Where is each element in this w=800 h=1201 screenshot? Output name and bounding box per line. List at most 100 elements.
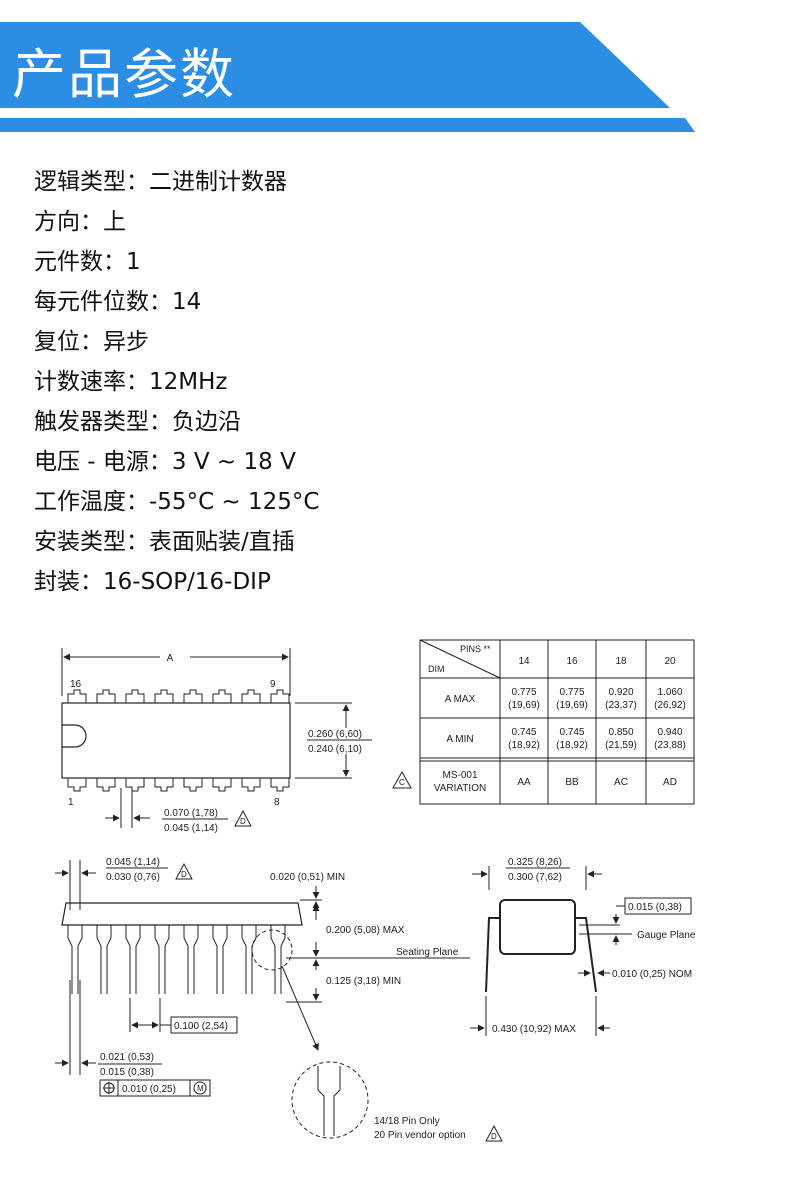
spec-value: 12MHz: [149, 369, 228, 395]
table-cell-a-min: (23,88): [654, 740, 686, 751]
table-variation-cell: AC: [614, 777, 628, 788]
width-min-label: 0.240 (6,10): [308, 744, 362, 755]
spec-label: 电压 - 电源: [34, 449, 149, 475]
lead-top: [212, 689, 232, 703]
spec-separator: ：: [80, 209, 103, 235]
table-row-a-max-label: A MAX: [445, 694, 476, 705]
pin-1-label: 1: [68, 797, 74, 808]
spec-separator: ：: [126, 489, 149, 515]
lead-top: [270, 689, 290, 703]
lead-side: [154, 925, 170, 994]
circle-m-icon: M: [197, 1084, 204, 1093]
note-c: C: [399, 778, 405, 787]
lead-top: [67, 689, 87, 703]
table-cell-a-max: (26,92): [654, 700, 686, 711]
gauge-plane-label: Gauge Plane: [637, 930, 696, 941]
table-pin-count: 16: [566, 656, 578, 667]
spec-label: 封装: [34, 569, 80, 595]
lead-length-label: 0.125 (3,18) MIN: [326, 976, 401, 987]
row-spacing-max: 0.325 (8,26): [508, 857, 562, 868]
top-view: [61, 648, 372, 828]
lead-side: [125, 925, 141, 994]
seating-plane-label: Seating Plane: [396, 947, 459, 958]
note-d-top: D: [240, 817, 246, 826]
spec-value: 上: [103, 209, 126, 235]
spec-row: 复位：异步: [34, 322, 319, 362]
spec-value: 3 V ~ 18 V: [171, 449, 296, 475]
table-cell-a-max: 0.775: [511, 687, 536, 698]
table-variation-label: MS-001: [442, 770, 477, 781]
spec-row: 触发器类型：负边沿: [34, 402, 319, 442]
table-cell-a-min: (18,92): [556, 740, 588, 751]
table-cell-a-min: 0.745: [511, 727, 536, 738]
lead-bottom: [96, 778, 116, 792]
spec-row: 每元件位数：14: [34, 282, 319, 322]
lead-bottom: [270, 778, 290, 792]
pitch-label: 0.100 (2,54): [174, 1021, 228, 1032]
spec-value: 二进制计数器: [149, 169, 287, 195]
lead-top: [125, 689, 145, 703]
spec-separator: ：: [149, 409, 172, 435]
spec-separator: ：: [103, 249, 126, 275]
lead-top: [96, 689, 116, 703]
table-cell-a-max: 0.775: [559, 687, 584, 698]
note-d-side: D: [181, 870, 187, 879]
lead-top: [183, 689, 203, 703]
spec-value: 异步: [103, 329, 149, 355]
lead-top: [154, 689, 174, 703]
spec-value: 1: [126, 249, 141, 275]
dimension-table: [392, 639, 695, 805]
spec-label: 复位: [34, 329, 80, 355]
spec-separator: ：: [126, 169, 149, 195]
table-cell-a-max: (19,69): [508, 700, 540, 711]
spec-row: 电压 - 电源：3 V ~ 18 V: [34, 442, 319, 482]
note-d-detail: D: [491, 1132, 497, 1141]
header-banner: 产品参数: [0, 0, 800, 140]
table-cell-a-min: 0.745: [559, 727, 584, 738]
pin-16-label: 16: [70, 679, 82, 690]
table-hdr-pins: PINS **: [460, 644, 491, 654]
spec-row: 方向：上: [34, 202, 319, 242]
detail-note-2: 20 Pin vendor option: [374, 1130, 466, 1141]
lead-side: [212, 925, 228, 994]
lead-bottom: [241, 778, 261, 792]
table-cell-a-min: (18,92): [508, 740, 540, 751]
spec-label: 元件数: [34, 249, 103, 275]
lead-bottom: [154, 778, 174, 792]
lead-bottom: [67, 778, 87, 792]
standoff-label: 0.020 (0,51) MIN: [270, 872, 345, 883]
pin-8-label: 8: [274, 797, 280, 808]
table-pin-count: 14: [518, 656, 530, 667]
spec-label: 触发器类型: [34, 409, 149, 435]
spec-row: 元件数：1: [34, 242, 319, 282]
lead-thickness-min: 0.015 (0,38): [100, 1067, 154, 1078]
spec-separator: ：: [126, 529, 149, 555]
spec-row: 安装类型：表面贴装/直插: [34, 522, 319, 562]
table-cell-a-max: 1.060: [657, 687, 682, 698]
lead-top: [241, 689, 261, 703]
spec-row: 逻辑类型：二进制计数器: [34, 162, 319, 202]
lead-width-max: 0.070 (1,78): [164, 808, 218, 819]
table-cell-a-min: 0.940: [657, 727, 682, 738]
spec-row: 工作温度：-55°C ~ 125°C: [34, 482, 319, 522]
spec-label: 方向: [34, 209, 80, 235]
lead-spread-label: 0.430 (10,92) MAX: [492, 1024, 576, 1035]
table-cell-a-min: 0.850: [608, 727, 633, 738]
spec-value: -55°C ~ 125°C: [149, 489, 320, 515]
table-cell-a-max: 0.920: [608, 687, 633, 698]
spec-separator: ：: [126, 369, 149, 395]
spec-label: 逻辑类型: [34, 169, 126, 195]
lead-side: [67, 925, 83, 994]
lead-thickness-max: 0.021 (0,53): [100, 1052, 154, 1063]
lead-bottom: [125, 778, 145, 792]
lead-side: [183, 925, 199, 994]
width-max-label: 0.260 (6,60): [308, 729, 362, 740]
pin-9-label: 9: [270, 679, 276, 690]
shoulder-max: 0.045 (1,14): [106, 857, 160, 868]
spec-label: 工作温度: [34, 489, 126, 515]
side-view: [55, 860, 503, 1142]
table-variation-label: VARIATION: [434, 783, 486, 794]
spec-value: 16-SOP/16-DIP: [103, 569, 271, 595]
lead-bottom: [183, 778, 203, 792]
